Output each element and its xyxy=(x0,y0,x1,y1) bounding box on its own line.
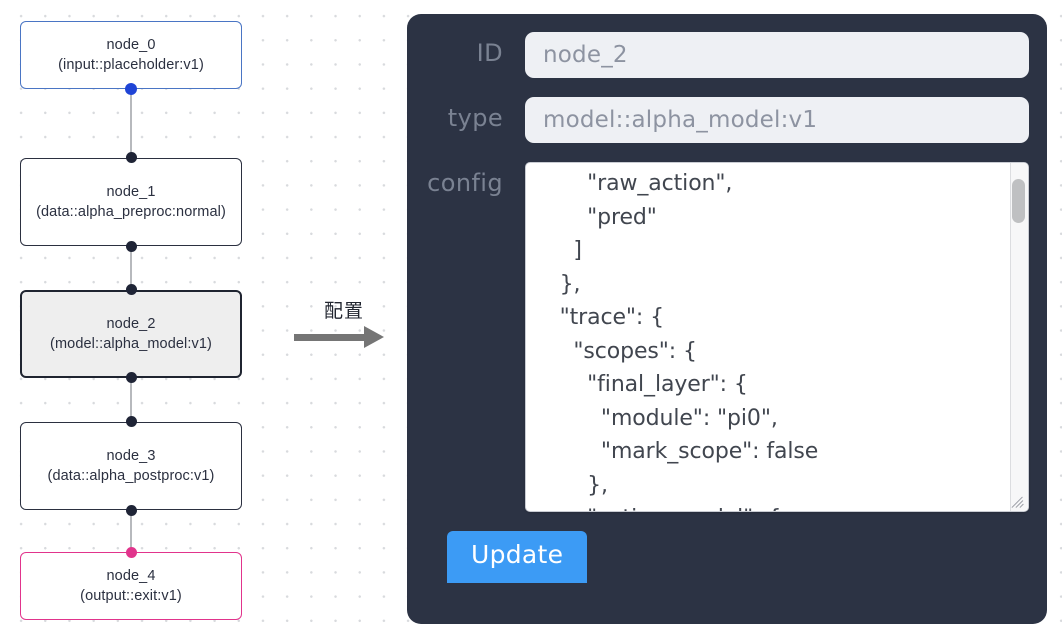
node-port-dot-node_3-out[interactable] xyxy=(126,505,137,516)
graph-node-node_3[interactable]: node_3 (data::alpha_postproc:v1) xyxy=(20,422,242,510)
node-type-label: (data::alpha_preproc:normal) xyxy=(36,204,226,220)
node-id-label: node_2 xyxy=(106,316,156,332)
edge-node3-node4 xyxy=(130,510,132,552)
field-row-id: ID node_2 xyxy=(425,32,1029,78)
node-type-label: (model::alpha_model:v1) xyxy=(50,336,212,352)
edge-node0-node1 xyxy=(130,88,132,158)
graph-node-node_1[interactable]: node_1 (data::alpha_preproc:normal) xyxy=(20,158,242,246)
arrow-head-icon xyxy=(364,326,384,348)
node-port-dot-node_3-in[interactable] xyxy=(126,416,137,427)
arrow-label: 配置 xyxy=(323,300,364,322)
edge-node2-node3 xyxy=(130,373,132,423)
config-arrow-annotation: 配置 xyxy=(294,300,394,362)
graph-node-node_2[interactable]: node_2 (model::alpha_model:v1) xyxy=(20,290,242,378)
node-port-dot-node_2-in[interactable] xyxy=(126,284,137,295)
graph-node-node_0[interactable]: node_0 (input::placeholder:v1) xyxy=(20,21,242,89)
node-port-dot-node_2-out[interactable] xyxy=(126,372,137,383)
node-type-label: (output::exit:v1) xyxy=(80,588,182,604)
edge-node1-node2 xyxy=(130,246,132,296)
resize-handle-icon[interactable] xyxy=(1011,494,1027,510)
config-field-label: config xyxy=(427,169,503,197)
config-textarea-content[interactable]: "raw_action", "pred" ] }, "trace": { "sc… xyxy=(559,171,819,511)
node-port-dot-node_0-out[interactable] xyxy=(125,83,137,95)
config-scrollbar-thumb[interactable] xyxy=(1012,179,1025,223)
panel-actions: Update xyxy=(425,531,1029,583)
node-id-label: node_4 xyxy=(106,568,156,584)
node-properties-panel: ID node_2 type model::alpha_model:v1 con… xyxy=(407,14,1047,624)
node-type-label: (input::placeholder:v1) xyxy=(58,57,204,73)
type-input[interactable]: model::alpha_model:v1 xyxy=(525,97,1029,143)
node-type-label: (data::alpha_postproc:v1) xyxy=(47,468,215,484)
node-id-label: node_1 xyxy=(106,184,156,200)
node-port-dot-node_4-in[interactable] xyxy=(126,547,137,558)
id-input[interactable]: node_2 xyxy=(525,32,1029,78)
id-field-label: ID xyxy=(476,39,503,67)
type-field-label: type xyxy=(447,104,503,132)
config-scrollbar[interactable] xyxy=(1010,163,1028,511)
field-row-config: config "raw_action", "pred" ] }, "trace"… xyxy=(425,162,1029,512)
arrow-shaft-icon xyxy=(294,334,366,341)
update-button[interactable]: Update xyxy=(447,531,588,583)
node-id-label: node_0 xyxy=(106,37,156,53)
field-row-type: type model::alpha_model:v1 xyxy=(425,97,1029,143)
node-port-dot-node_1-out[interactable] xyxy=(126,241,137,252)
node-id-label: node_3 xyxy=(106,448,156,464)
graph-node-node_4[interactable]: node_4 (output::exit:v1) xyxy=(20,552,242,620)
config-textarea[interactable]: "raw_action", "pred" ] }, "trace": { "sc… xyxy=(525,162,1029,512)
node-port-dot-node_1-in[interactable] xyxy=(126,152,137,163)
